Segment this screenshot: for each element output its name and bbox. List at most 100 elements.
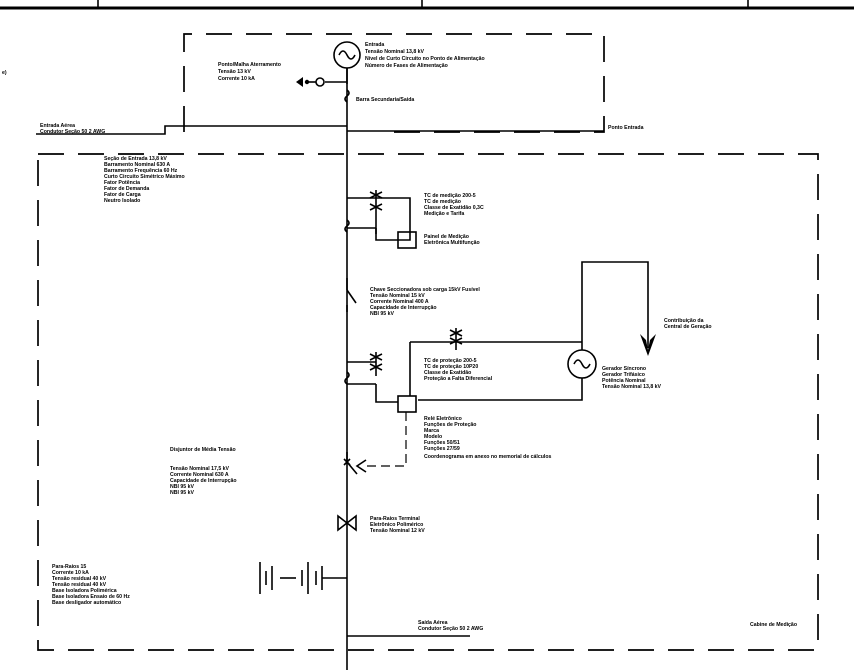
svg-text:Marca: Marca xyxy=(424,428,439,434)
battery-label: Para-Raios 15 Corrente 10 kA Tensão resi… xyxy=(52,564,130,606)
svg-text:Fator de Demanda: Fator de Demanda xyxy=(104,186,149,192)
meter-a-label: Painel de Medição Eletrônica Multifunção xyxy=(424,234,480,246)
cabin-label: Cabine de Medição xyxy=(750,622,797,628)
generator-label: Gerador Síncrono Gerador Trifásico Potên… xyxy=(602,366,662,390)
arrester-label: Para-Raios Terminal Eletrônico Poliméric… xyxy=(370,516,425,534)
svg-text:Corrente Nominal 400 A: Corrente Nominal 400 A xyxy=(370,299,429,305)
svg-text:Ponto/Malha Aterramento: Ponto/Malha Aterramento xyxy=(218,62,281,68)
svg-text:Classe de Exatidão 0,3C: Classe de Exatidão 0,3C xyxy=(424,205,484,211)
svg-text:Corrente Nominal 630 A: Corrente Nominal 630 A xyxy=(170,472,229,478)
svg-text:Tensão Nominal 13,8 kV: Tensão Nominal 13,8 kV xyxy=(365,49,425,55)
grounding-label: Ponto/Malha Aterramento Tensão 13 kV Cor… xyxy=(218,62,281,82)
svg-text:Entrada: Entrada xyxy=(365,42,384,48)
current-transformer-a xyxy=(347,190,411,241)
svg-text:Tensão Nominal 15 kV: Tensão Nominal 15 kV xyxy=(370,293,425,299)
title-block-fragment xyxy=(0,0,854,10)
svg-text:Classe de Exatidão: Classe de Exatidão xyxy=(424,370,471,376)
contribution-arrow-icon xyxy=(640,334,656,356)
cable-in-label: Entrada Aérea Condutor Seção 50 2 AWG xyxy=(40,123,105,135)
svg-text:Proteção a Falta Diferencial: Proteção a Falta Diferencial xyxy=(424,376,493,382)
svg-text:Corrente 10 kA: Corrente 10 kA xyxy=(218,76,255,82)
svg-text:Neutro Isolado: Neutro Isolado xyxy=(104,198,140,204)
svg-text:Nível de Curto Circuito no Pon: Nível de Curto Circuito no Ponto de Alim… xyxy=(365,56,485,62)
svg-text:Painel de Medição: Painel de Medição xyxy=(424,234,469,240)
trip-arrow-icon xyxy=(355,459,367,473)
svg-text:Coordenograma em anexo no memo: Coordenograma em anexo no memorial de cá… xyxy=(424,454,552,460)
svg-text:Seção de Entrada 13,8 kV: Seção de Entrada 13,8 kV xyxy=(104,156,167,162)
svg-text:Relé Eletrônico: Relé Eletrônico xyxy=(424,416,462,422)
svg-text:Barramento Nominal 630 A: Barramento Nominal 630 A xyxy=(104,162,170,168)
svg-text:TC de proteção 10P20: TC de proteção 10P20 xyxy=(424,364,478,370)
svg-text:Tensão residual 40 kV: Tensão residual 40 kV xyxy=(52,582,107,588)
coupling-note: Barra Secundaria/Saida xyxy=(356,97,414,103)
svg-text:Tensão 13 kV: Tensão 13 kV xyxy=(218,69,251,75)
svg-text:Base Isoladora Polimérica: Base Isoladora Polimérica xyxy=(52,588,117,594)
svg-text:Para-Raios Terminal: Para-Raios Terminal xyxy=(370,516,420,522)
incoming-line xyxy=(36,125,347,135)
fragment-label: e) xyxy=(2,70,7,76)
generator-icon xyxy=(567,349,597,379)
svg-text:Eletrônico Polimérico: Eletrônico Polimérico xyxy=(370,522,423,528)
svg-text:Gerador Trifásico: Gerador Trifásico xyxy=(602,372,645,378)
svg-text:Funções de Proteção: Funções de Proteção xyxy=(424,422,476,428)
svg-text:Base Isoladora Ensaio de 60 Hz: Base Isoladora Ensaio de 60 Hz xyxy=(52,594,130,600)
trip-signal-line xyxy=(362,412,407,467)
source-label: Entrada Tensão Nominal 13,8 kV Nível de … xyxy=(365,42,485,69)
svg-text:TC de proteção 200-5: TC de proteção 200-5 xyxy=(424,358,477,364)
svg-text:NBI 95 kV: NBI 95 kV xyxy=(370,311,394,317)
relay-label: Relé Eletrônico Funções de Proteção Marc… xyxy=(424,416,552,460)
svg-text:Número de Fases de Alimentação: Número de Fases de Alimentação xyxy=(365,63,448,69)
svg-text:TC de medição 200-5: TC de medição 200-5 xyxy=(424,193,476,199)
svg-text:Eletrônica Multifunção: Eletrônica Multifunção xyxy=(424,240,480,246)
substation-data-label: Seção de Entrada 13,8 kV Barramento Nomi… xyxy=(104,156,185,204)
svg-text:TC de medição: TC de medição xyxy=(424,199,461,205)
breaker-label: Disjuntor de Média Tensão Tensão Nominal… xyxy=(170,447,237,496)
breaker-icon xyxy=(343,452,358,475)
svg-text:Condutor Seção 50 2 AWG: Condutor Seção 50 2 AWG xyxy=(418,626,483,632)
surge-arrester-icon xyxy=(337,514,357,532)
ct-a-label: TC de medição 200-5 TC de medição Classe… xyxy=(424,193,484,217)
grounding-coupling-icon xyxy=(296,77,347,87)
svg-text:Entrada Aérea: Entrada Aérea xyxy=(40,123,75,129)
svg-text:Medição e Tarifa: Medição e Tarifa xyxy=(424,211,464,217)
svg-text:Central de Geração: Central de Geração xyxy=(664,324,712,330)
relay-box xyxy=(397,395,417,413)
ct-b-upper xyxy=(410,328,582,350)
svg-text:Fator Potência: Fator Potência xyxy=(104,180,140,186)
svg-text:NBI 95 kV: NBI 95 kV xyxy=(170,484,194,490)
svg-text:Tensão Nominal 12 kV: Tensão Nominal 12 kV xyxy=(370,528,425,534)
svg-text:Funções 50/51: Funções 50/51 xyxy=(424,440,460,446)
ct-b-label: TC de proteção 200-5 TC de proteção 10P2… xyxy=(424,358,493,382)
svg-text:Tensão Nominal 13,8 kV: Tensão Nominal 13,8 kV xyxy=(602,384,662,390)
svg-text:Capacidade de Interrupção: Capacidade de Interrupção xyxy=(370,305,437,311)
load-break-switch-icon xyxy=(346,278,357,312)
ac-source-icon xyxy=(333,41,361,69)
svg-text:Chave Seccionadora sob carga 1: Chave Seccionadora sob carga 15kV Fusíve… xyxy=(370,287,480,293)
battery-bank-icon xyxy=(259,562,347,594)
svg-text:Barramento Frequência 60 Hz: Barramento Frequência 60 Hz xyxy=(104,168,178,174)
svg-text:Potência Nominal: Potência Nominal xyxy=(602,378,646,384)
svg-text:Saída Aérea: Saída Aérea xyxy=(418,620,448,626)
cabin-boundary xyxy=(37,153,819,651)
generator-lower-line xyxy=(418,378,583,401)
svg-text:Modelo: Modelo xyxy=(424,434,442,440)
svg-text:Curto Circuito Simétrico Máxim: Curto Circuito Simétrico Máximo xyxy=(104,174,185,180)
svg-text:Tensão Nominal 17,5 kV: Tensão Nominal 17,5 kV xyxy=(170,466,230,472)
generator-upper-line xyxy=(581,261,649,350)
svg-text:Capacidade de Interrupção: Capacidade de Interrupção xyxy=(170,478,237,484)
switch-label: Chave Seccionadora sob carga 15kV Fusíve… xyxy=(370,287,480,317)
svg-text:Funções 27/59: Funções 27/59 xyxy=(424,446,460,452)
connection-point-label: Ponto Entrada xyxy=(608,125,644,131)
svg-text:Disjuntor de Média Tensão: Disjuntor de Média Tensão xyxy=(170,447,236,453)
svg-text:NBI 95 kV: NBI 95 kV xyxy=(170,490,194,496)
coupling-mark xyxy=(344,89,350,103)
svg-text:Para-Raios 15: Para-Raios 15 xyxy=(52,564,86,570)
generator-note-label: Contribuição da Central de Geração xyxy=(664,318,712,330)
svg-text:Contribuição da: Contribuição da xyxy=(664,318,704,324)
current-transformer-b xyxy=(347,342,411,396)
cable-out-label: Saída Aérea Condutor Seção 50 2 AWG xyxy=(418,620,483,632)
svg-text:Gerador Síncrono: Gerador Síncrono xyxy=(602,366,646,372)
svg-text:Tensão residual 40 kV: Tensão residual 40 kV xyxy=(52,576,107,582)
svg-text:Base desligador automático: Base desligador automático xyxy=(52,600,121,606)
